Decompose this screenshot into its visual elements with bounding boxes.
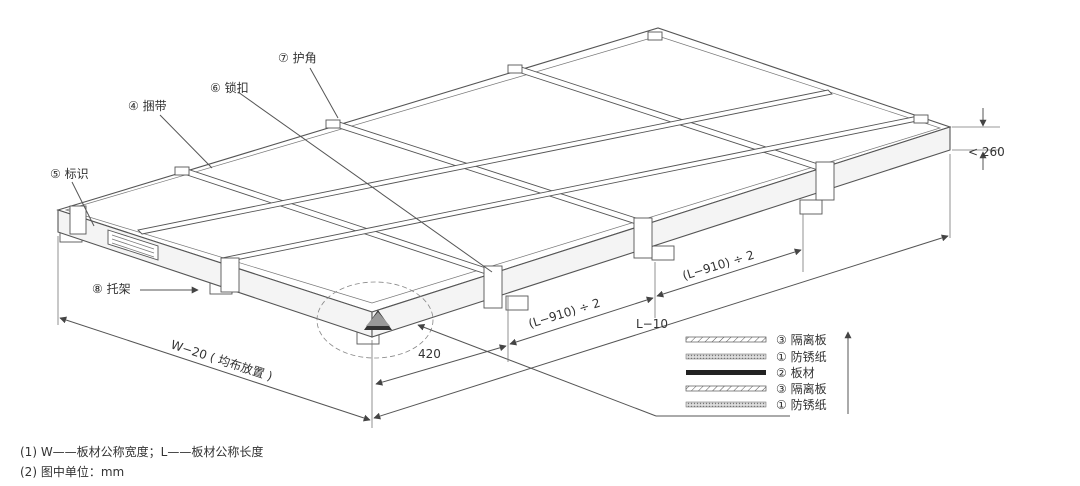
label-width: W−20 ( 均布放置 ) xyxy=(169,337,274,384)
layer-label-4: ③ 隔离板 xyxy=(776,381,827,396)
label-pallet: ⑧ 托架 xyxy=(92,282,131,296)
layer-label-2: ① 防锈纸 xyxy=(776,349,827,364)
layer-swatch-4 xyxy=(685,385,767,392)
layer-swatch-5 xyxy=(685,401,767,408)
layer-swatch-3 xyxy=(686,370,766,375)
label-protector: ⑦ 护角 xyxy=(278,51,317,65)
layer-swatch-1 xyxy=(685,336,767,343)
label-mark: ⑤ 标识 xyxy=(50,167,89,181)
layer-label-5: ① 防锈纸 xyxy=(776,397,827,412)
layer-label-1: ③ 隔离板 xyxy=(776,332,827,347)
straps xyxy=(137,65,923,275)
notes: (1) W——板材公称宽度；L——板材公称长度 (2) 图中单位：mm xyxy=(20,444,263,479)
dimension-lines xyxy=(57,108,1000,428)
label-height: < 260 xyxy=(968,145,1005,159)
layer-swatch-2 xyxy=(685,353,767,360)
layer-label-3: ② 板材 xyxy=(776,366,815,380)
note-2: (2) 图中单位：mm xyxy=(20,464,124,479)
marking-label xyxy=(107,229,159,261)
label-spacing-right: (L−910) ÷ 2 xyxy=(681,248,756,283)
label-lock: ⑥ 锁扣 xyxy=(210,80,249,95)
label-spacing-left: (L−910) ÷ 2 xyxy=(527,296,602,331)
label-strap: ④ 捆带 xyxy=(128,99,167,113)
layer-legend: ③ 隔离板 ① 防锈纸 ② 板材 ③ 隔离板 ① 防锈纸 xyxy=(685,331,852,414)
label-length: L−10 xyxy=(636,317,668,331)
label-offset: 420 xyxy=(418,347,441,361)
note-1: (1) W——板材公称宽度；L——板材公称长度 xyxy=(20,444,263,459)
